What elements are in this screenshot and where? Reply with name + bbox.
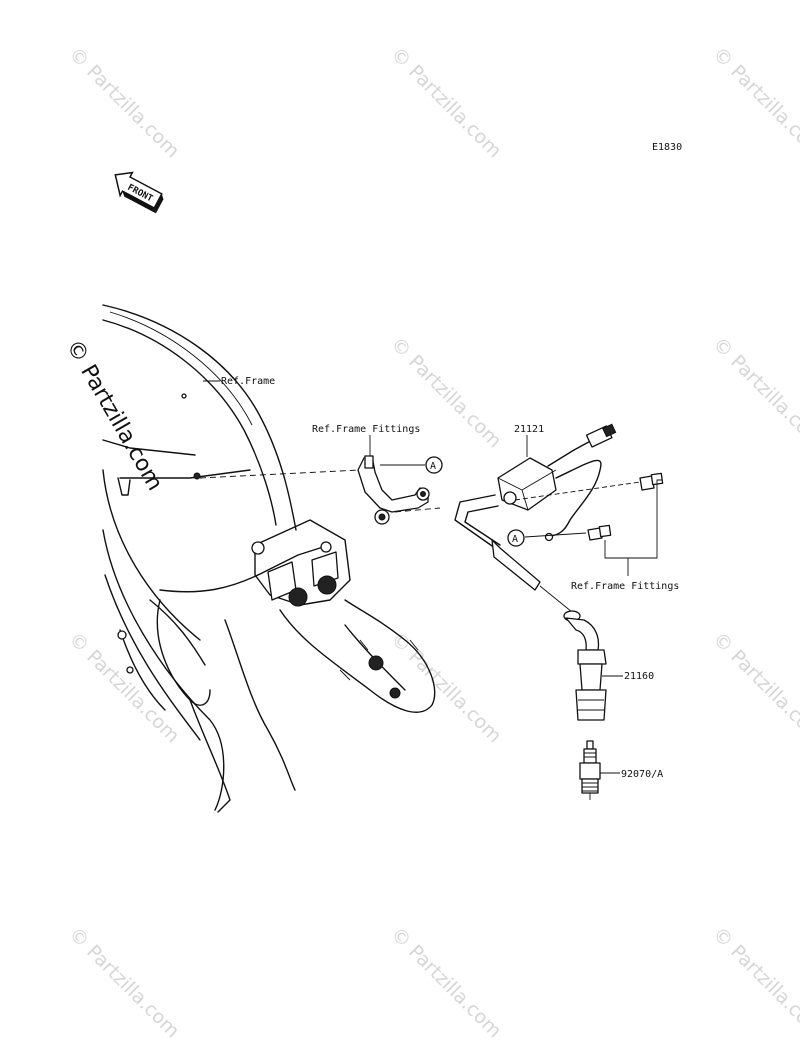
spark-plug-cap (563, 610, 607, 721)
marker-a-circle-2 (507, 529, 525, 547)
front-arrow-icon: FRONT (114, 171, 164, 214)
label-part-21160: 21160 (624, 671, 654, 682)
watermark: © Partzilla.com (386, 628, 505, 747)
label-part-92070a: 92070/A (621, 769, 663, 780)
diagram-code: E1830 (652, 142, 682, 153)
label-ref-frame-fittings-right: Ref.Frame Fittings (571, 581, 679, 592)
watermark: © Partzilla.com (708, 333, 800, 452)
watermark: © Partzilla.com (708, 923, 800, 1042)
high-tension-lead (454, 494, 573, 613)
coil-bracket (357, 455, 430, 525)
marker-a-circle (425, 456, 443, 474)
frame (102, 304, 436, 813)
spark-plug (579, 740, 601, 800)
marker-a2: A (512, 534, 518, 545)
dashed-reference-line (199, 469, 361, 479)
watermark: © Partzilla.com (708, 628, 800, 747)
ignition-coil (497, 423, 617, 542)
dashed-bolt-line (514, 481, 641, 501)
watermark-group: © Partzilla.com © Partzilla.com © Partzi… (64, 43, 800, 1042)
dashed-reference-line-2 (394, 507, 441, 513)
label-part-21121: 21121 (514, 424, 544, 435)
label-ref-frame: Ref.Frame (221, 376, 275, 387)
watermark: © Partzilla.com (64, 923, 183, 1042)
watermark: © Partzilla.com (708, 43, 800, 162)
marker-a1: A (430, 461, 436, 472)
watermark: © Partzilla.com (64, 43, 183, 162)
watermark: © Partzilla.com (386, 43, 505, 162)
bolt-upper (639, 472, 664, 491)
label-ref-frame-fittings-top: Ref.Frame Fittings (312, 424, 420, 435)
bolt-lower (587, 524, 612, 541)
watermark: © Partzilla.com (386, 923, 505, 1042)
watermark: © Partzilla.com (64, 628, 183, 747)
watermark-main: © Partzilla.com (61, 336, 168, 496)
